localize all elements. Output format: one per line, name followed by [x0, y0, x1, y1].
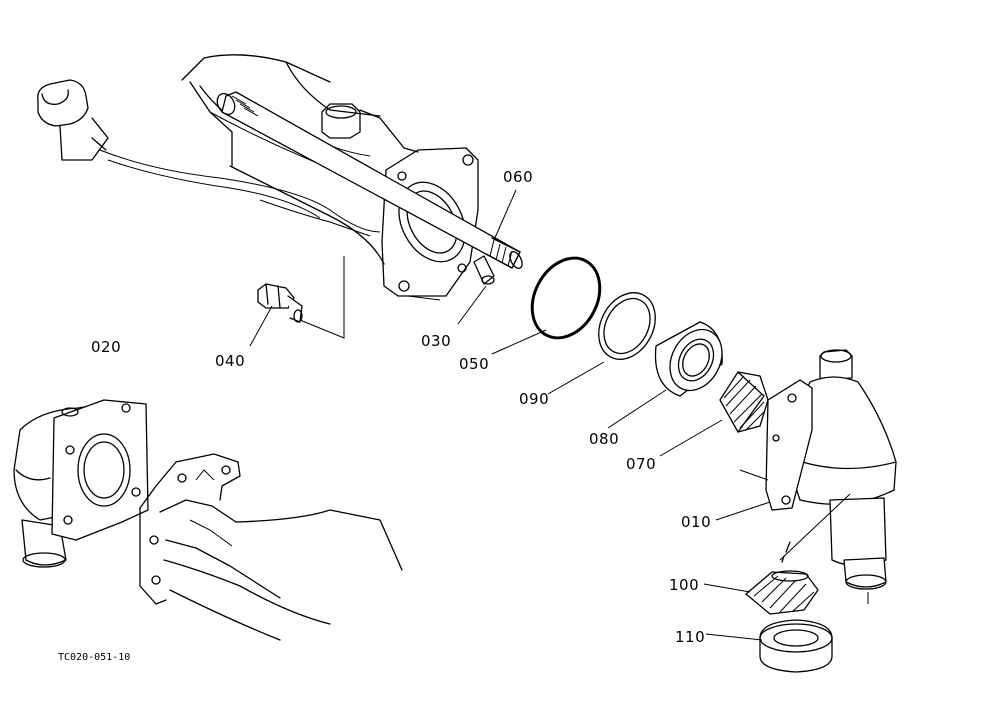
part-number-100: 100: [669, 576, 699, 594]
part-number-110: 110: [675, 628, 705, 646]
pin-drawing: [473, 255, 495, 285]
bevel-gear-drawing: [719, 371, 769, 433]
final-case-drawing: [739, 349, 897, 604]
part-number-050: 050: [459, 355, 489, 373]
plug-bolt-drawing: [257, 256, 345, 339]
part-number-030: 030: [421, 332, 451, 350]
ball-bearing-drawing: [654, 321, 723, 397]
final-case-assembly-drawing: [13, 399, 149, 568]
part-number-040: 040: [215, 352, 245, 370]
part-number-010: 010: [681, 513, 711, 531]
lower-axle-housing-drawing: [139, 453, 403, 641]
steering-joint-drawing: [37, 79, 381, 233]
o-ring-drawing: [530, 256, 602, 340]
figure-code: TC020-051-10: [58, 652, 130, 663]
axle-housing-drawing: [181, 54, 479, 301]
axle-shaft-drawing: [216, 91, 523, 269]
lower-bevel-gear-drawing: [745, 570, 819, 615]
part-number-090: 090: [519, 390, 549, 408]
part-number-070: 070: [626, 455, 656, 473]
part-number-060: 060: [503, 168, 533, 186]
snap-ring-drawing: [598, 292, 656, 360]
lower-bearing-drawing: [759, 619, 833, 673]
leader-lines: [249, 189, 771, 641]
part-number-080: 080: [589, 430, 619, 448]
part-number-020: 020: [91, 338, 121, 356]
